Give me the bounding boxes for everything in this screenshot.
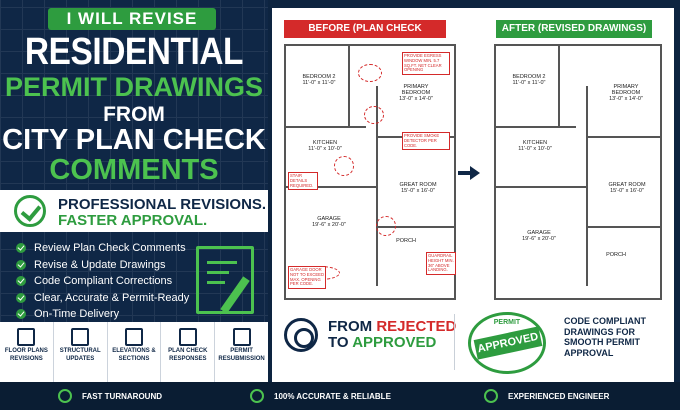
approval-strip: FROM REJECTED TO APPROVED PERMIT APPROVE… — [272, 308, 674, 382]
arrow-right-icon — [458, 166, 480, 180]
comment-note: PROVIDE EGRESS WINDOW MIN. 5.7 SQ.FT. NE… — [402, 52, 450, 76]
feature-label: Clear, Accurate & Permit-Ready — [34, 291, 190, 304]
check-icon — [16, 259, 26, 270]
professional-box: PROFESSIONAL REVISIONS. FASTER APPROVAL. — [0, 190, 268, 232]
footer-item-turnaround: FAST TURNAROUND — [58, 389, 162, 403]
left-panel: I WILL REVISE RESIDENTIAL PERMIT DRAWING… — [0, 0, 268, 382]
title-line-1: RESIDENTIAL — [24, 31, 244, 73]
check-icon — [16, 309, 26, 320]
engineer-icon — [484, 389, 498, 403]
room-porch: PORCH — [606, 252, 626, 258]
check-icon — [16, 292, 26, 303]
check-circle-icon — [14, 195, 46, 227]
before-label: BEFORE (PLAN CHECK COMMENTS) — [284, 20, 446, 52]
code-compliant-text: CODE COMPLIANT DRAWINGS FOR SMOOTH PERMI… — [564, 316, 646, 358]
right-panel: BEFORE (PLAN CHECK COMMENTS) BEDROOM 211… — [272, 8, 674, 382]
headline-banner: I WILL REVISE — [48, 8, 216, 30]
feature-label: Review Plan Check Comments — [34, 242, 186, 255]
feature-item: Review Plan Check Comments — [16, 240, 216, 257]
service-floor-plans: FLOOR PLANS REVISIONS — [0, 322, 54, 382]
document-pen-icon — [196, 246, 254, 314]
service-label: PERMIT RESUBMISSION — [218, 348, 265, 362]
footer-label: EXPERIENCED ENGINEER — [508, 391, 610, 401]
comment-note: STAIR DETAILS REQUIRED. — [288, 172, 318, 191]
from-rejected: FROM REJECTED — [328, 318, 456, 335]
service-plan-check: PLAN CHECK RESPONSES — [161, 322, 216, 382]
check-icon — [16, 243, 26, 254]
feature-label: Revise & Update Drawings — [34, 258, 166, 271]
feature-item: Clear, Accurate & Permit-Ready — [16, 290, 216, 307]
pro-line-2: FASTER APPROVAL. — [58, 212, 208, 229]
room-porch: PORCH — [396, 238, 416, 244]
check-icon — [16, 276, 26, 287]
divider — [454, 314, 455, 370]
stamp-top: PERMIT — [493, 319, 521, 326]
service-structural: STRUCTURAL UPDATES — [54, 322, 108, 382]
service-label: FLOOR PLANS REVISIONS — [4, 348, 48, 362]
house-icon — [17, 328, 36, 346]
pro-line-1: PROFESSIONAL REVISIONS. — [58, 196, 267, 213]
target-icon — [284, 318, 318, 352]
service-label: PLAN CHECK RESPONSES — [168, 348, 208, 362]
title-line-4: CITY PLAN CHECK — [2, 124, 266, 156]
feature-item: Code Compliant Corrections — [16, 273, 216, 290]
stamp-main: APPROVED — [473, 326, 543, 360]
feature-label: Code Compliant Corrections — [34, 275, 173, 288]
title-line-3: FROM — [103, 103, 165, 126]
footer-label: 100% ACCURATE & RELIABLE — [274, 391, 391, 401]
service-resubmission: PERMIT RESUBMISSION — [215, 322, 268, 382]
shield-check-icon — [250, 389, 264, 403]
footer-item-accurate: 100% ACCURATE & RELIABLE — [250, 389, 391, 403]
feature-label: On-Time Delivery — [34, 308, 120, 321]
stamp-icon — [232, 328, 251, 346]
approved-word: APPROVED — [352, 334, 437, 351]
feature-list: Review Plan Check Comments Revise & Upda… — [16, 240, 216, 323]
footer-label: FAST TURNAROUND — [82, 391, 162, 401]
comment-note: GUARDRAIL HEIGHT MIN. 36" ABOVE LANDING. — [426, 252, 456, 276]
comment-note: GARAGE DOOR NOT TO EXCEED MAX. OPENING P… — [288, 266, 326, 290]
after-label: AFTER (REVISED DRAWINGS) — [496, 20, 652, 38]
elevation-icon — [124, 328, 143, 346]
comment-note: PROVIDE SMOKE DETECTOR PER CODE. — [402, 132, 450, 151]
services-row: FLOOR PLANS REVISIONS STRUCTURAL UPDATES… — [0, 322, 268, 382]
feature-item: Revise & Update Drawings — [16, 257, 216, 274]
from-word: FROM — [328, 318, 373, 335]
title-line-5: COMMENTS — [49, 154, 219, 186]
footer-item-engineer: EXPERIENCED ENGINEER — [484, 389, 609, 403]
to-approved: TO APPROVED — [328, 334, 436, 351]
feature-item: On-Time Delivery — [16, 306, 216, 323]
structure-icon — [71, 328, 90, 346]
document-icon — [178, 328, 197, 346]
footer-bar: FAST TURNAROUND 100% ACCURATE & RELIABLE… — [0, 382, 680, 410]
rejected-word: REJECTED — [376, 318, 457, 335]
clock-icon — [58, 389, 72, 403]
service-label: ELEVATIONS & SECTIONS — [112, 348, 156, 362]
to-word: TO — [328, 334, 349, 351]
service-label: STRUCTURAL UPDATES — [59, 348, 101, 362]
service-elevations: ELEVATIONS & SECTIONS — [108, 322, 162, 382]
title-line-2: PERMIT DRAWINGS — [4, 72, 263, 102]
permit-approved-stamp: PERMIT APPROVED — [468, 312, 546, 374]
